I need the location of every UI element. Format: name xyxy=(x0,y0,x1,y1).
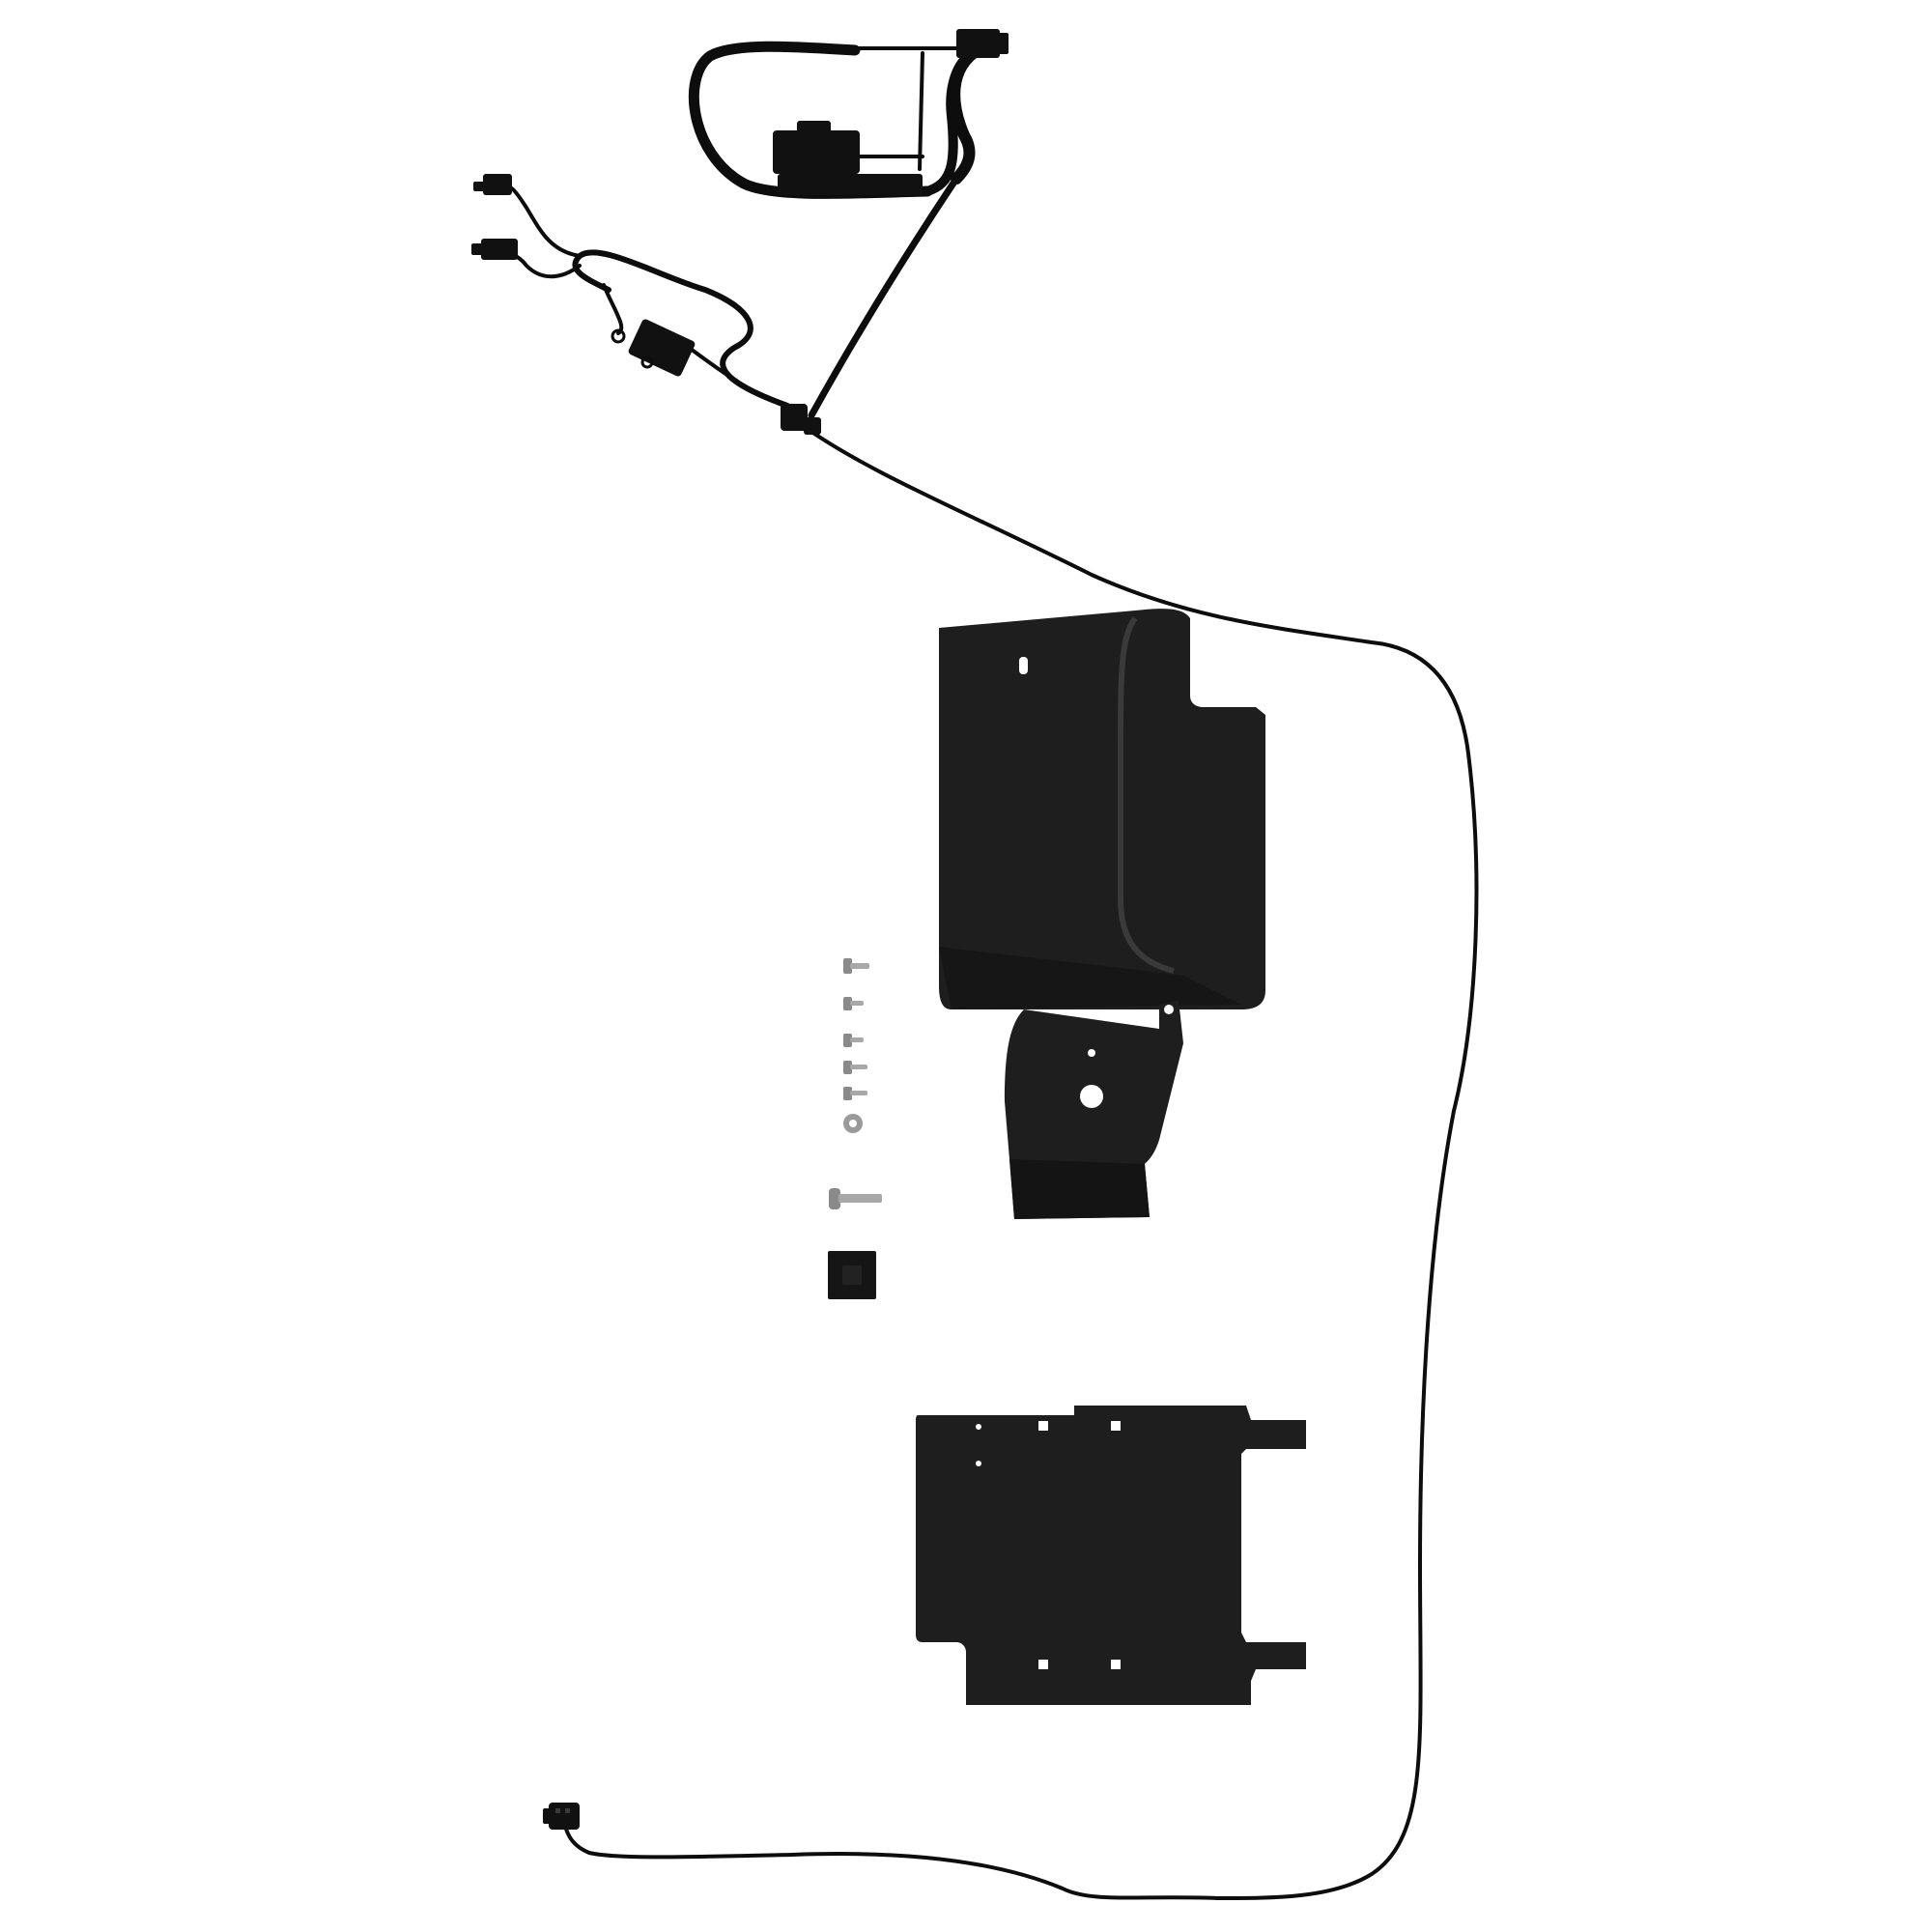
upper-mounting-bracket xyxy=(1005,1000,1183,1219)
upper-bracket-tab-hole xyxy=(1164,1005,1174,1014)
short-screw-1 xyxy=(843,997,864,1010)
harness-left-branch-c xyxy=(602,283,624,335)
washer-nut xyxy=(843,1114,863,1133)
connector-top-right-b xyxy=(995,33,1009,54)
hardware-set xyxy=(828,958,882,1299)
harness-right-branch xyxy=(949,43,986,185)
main-cover-highlight xyxy=(1118,616,1175,974)
end-connector xyxy=(543,1803,580,1830)
mounting-plate xyxy=(916,1406,1306,1705)
junction-clip-b xyxy=(804,417,821,435)
junction-clip xyxy=(781,404,808,431)
fuse-holder-body xyxy=(773,130,860,174)
carriage-bolt xyxy=(829,1188,882,1209)
connector-top-right xyxy=(956,29,1000,58)
mounting-plate-hole-4 xyxy=(1111,1660,1121,1669)
harness-terminals xyxy=(611,328,654,369)
connector-left-top-b xyxy=(473,182,487,191)
mounting-plate-hole-2 xyxy=(1111,1421,1121,1431)
fuse-holder-base xyxy=(778,174,923,195)
main-cover-slot xyxy=(1019,657,1028,674)
upper-bracket-small-hole xyxy=(1088,1049,1095,1057)
main-cover-body xyxy=(939,609,1265,1009)
connector-left-top xyxy=(483,174,512,195)
upper-bracket-large-hole xyxy=(1080,1085,1103,1108)
mounting-plate-pin-1 xyxy=(976,1424,981,1430)
fuse-holder-cap xyxy=(797,121,831,135)
mounting-plate-hole-3 xyxy=(1038,1660,1048,1669)
short-screw-3 xyxy=(843,1061,867,1074)
ring-terminal-a xyxy=(611,328,626,344)
harness-long-cable xyxy=(587,423,1479,1900)
harness-connectors xyxy=(471,29,1009,435)
flange-bolt xyxy=(843,958,869,974)
main-cover xyxy=(939,609,1265,1009)
ring-terminal-b xyxy=(640,355,654,369)
connector-left-mid-b xyxy=(471,243,485,255)
short-screw-2 xyxy=(843,1034,864,1047)
upper-bracket-lower-lip xyxy=(1009,1159,1150,1219)
mounting-plate-pin-2 xyxy=(976,1461,981,1466)
harness-diagonal-trunk xyxy=(808,175,960,419)
mounting-plate-hole-1 xyxy=(1038,1421,1048,1431)
short-screw-4 xyxy=(843,1087,867,1100)
main-cover-shadow-band xyxy=(939,947,1241,1009)
connector-left-mid xyxy=(481,239,518,260)
harness-left-loop xyxy=(572,249,790,409)
square-nut-pad xyxy=(828,1251,876,1299)
mounting-plate-body xyxy=(916,1406,1306,1705)
relay-connector xyxy=(628,319,696,377)
